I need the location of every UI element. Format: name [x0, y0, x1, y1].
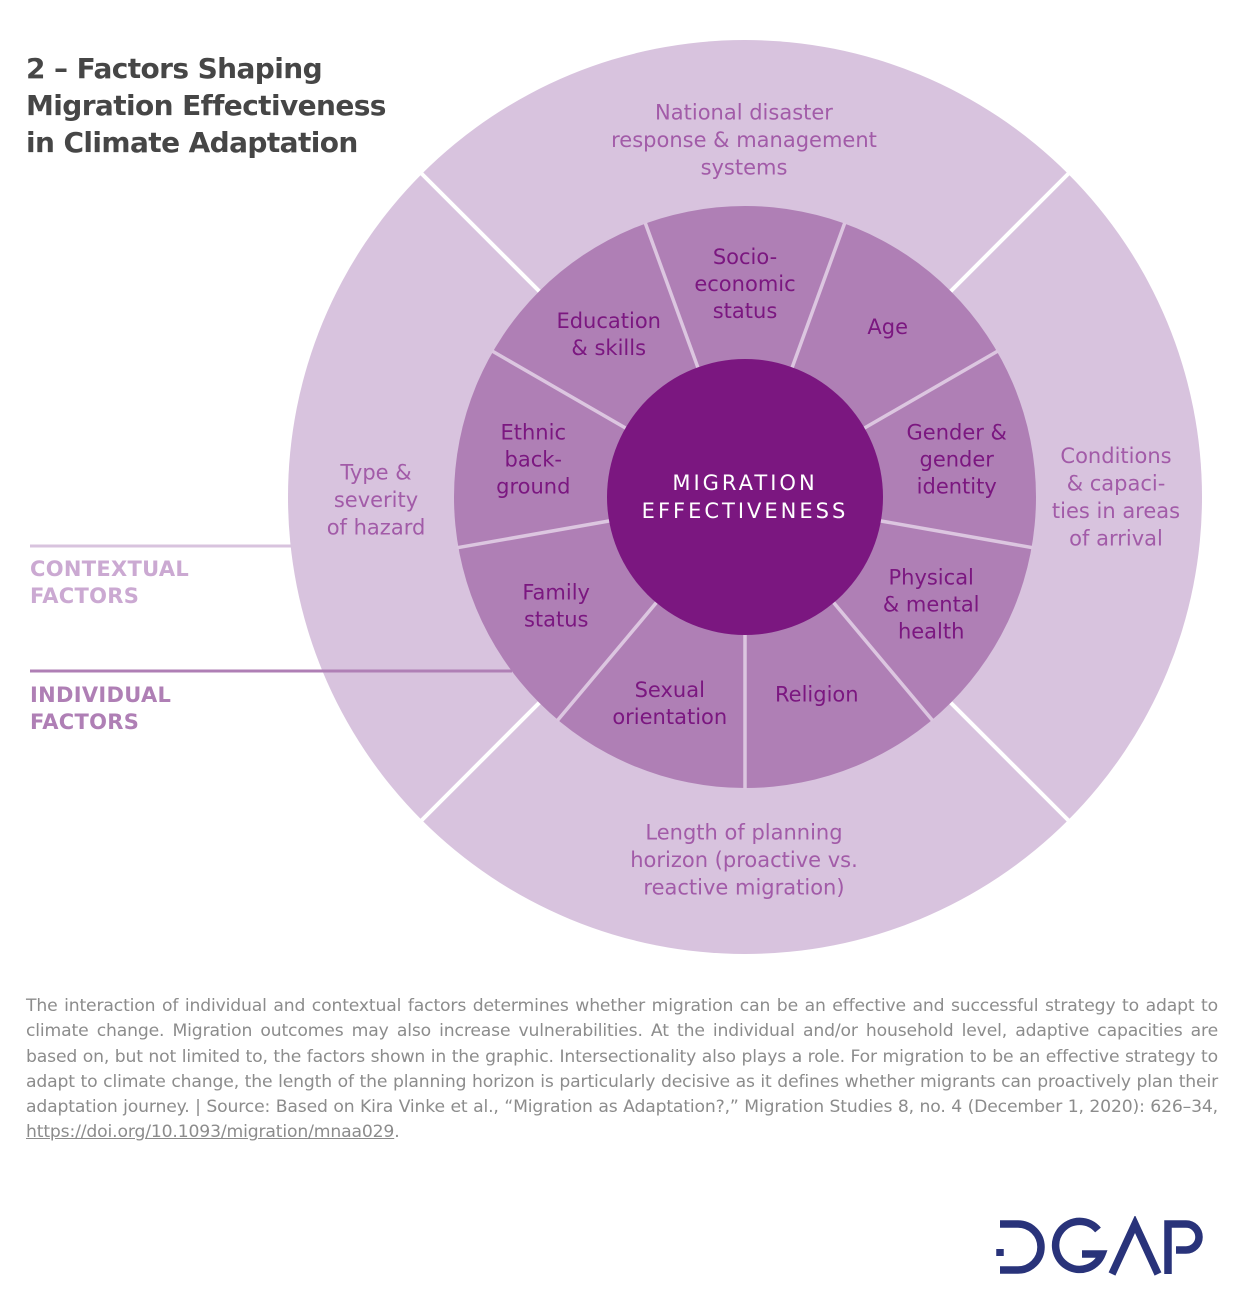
center-label: MIGRATION — [672, 471, 817, 495]
figure-title: 2 – Factors Shaping Migration Effectiven… — [26, 50, 386, 161]
individual-factor-label: Socio- — [713, 245, 777, 269]
contextual-factor-label: Conditions — [1060, 444, 1171, 468]
contextual-factor-label: & capaci- — [1067, 471, 1166, 495]
outer-divider — [418, 170, 542, 294]
figure-caption: The interaction of individual and contex… — [26, 994, 1218, 1146]
dgap-logo — [996, 1216, 1203, 1276]
outer-divider — [948, 170, 1072, 294]
contextual-factor-label: response & management — [611, 128, 877, 152]
contextual-factor-labels: National disaster response & management sy… — [327, 101, 1180, 900]
legend-text: CONTEXTUAL — [30, 557, 190, 581]
inner-divider — [831, 600, 935, 722]
individual-factor-label: & skills — [571, 336, 646, 360]
contextual-factor-label: of hazard — [327, 516, 426, 540]
individual-factor-label: Physical — [888, 566, 973, 590]
title-line: Migration Effectiveness — [26, 89, 386, 122]
legend-text: INDIVIDUAL — [30, 683, 172, 707]
inner-divider — [861, 349, 999, 431]
individual-factors-label: INDIVIDUAL FACTORS — [30, 682, 171, 736]
inner-dividers — [457, 222, 1033, 789]
individual-factor-label: status — [713, 299, 778, 323]
logo-letter-g — [1051, 1217, 1108, 1274]
outer-divider — [418, 700, 542, 824]
contextual-factor-label: reactive migration) — [643, 876, 844, 900]
individual-factor-label: ground — [496, 475, 570, 499]
center-circle — [607, 359, 883, 635]
individual-factor-label: orientation — [612, 705, 727, 729]
outer-dividers — [418, 170, 1072, 824]
logo-letter-a — [1108, 1216, 1162, 1276]
inner-divider — [878, 518, 1033, 550]
contextual-factor-label: systems — [701, 156, 788, 180]
contextual-factor-label: severity — [334, 488, 418, 512]
logo-letter-p — [1164, 1220, 1203, 1274]
individual-factor-label: identity — [917, 475, 997, 499]
contextual-factors-label: CONTEXTUAL FACTORS — [30, 556, 189, 610]
contextual-factor-label: Type & — [339, 461, 411, 485]
individual-factor-label: gender — [920, 448, 995, 472]
contextual-factor-label: National disaster — [655, 101, 833, 125]
title-line: 2 – Factors Shaping — [26, 52, 323, 85]
contextual-factor-label: ties in areas — [1052, 499, 1180, 523]
individual-factor-label: Religion — [775, 682, 859, 706]
source-link[interactable]: https://doi.org/10.1093/migration/mnaa02… — [26, 1122, 395, 1143]
caption-text: The interaction of individual and contex… — [26, 996, 1218, 1118]
individual-factor-label: Gender & — [907, 421, 1007, 445]
individual-factor-label: Education — [556, 309, 661, 333]
individual-factor-label: status — [524, 608, 589, 632]
legend-text: FACTORS — [30, 584, 140, 608]
individual-factor-label: Ethnic — [501, 421, 567, 445]
individual-factor-label: Family — [522, 581, 590, 605]
contextual-factor-label: of arrival — [1069, 526, 1163, 550]
individual-factor-label: back- — [505, 448, 562, 472]
inner-divider — [555, 600, 659, 722]
legend-text: FACTORS — [30, 710, 140, 734]
inner-divider — [491, 349, 629, 431]
factors-diagram: MIGRATION EFFECTIVENESS Socio-economic st… — [30, 40, 1202, 954]
title-line: in Climate Adaptation — [26, 126, 358, 159]
contextual-factor-label: horizon (proactive vs. — [630, 848, 858, 872]
outer-divider — [948, 700, 1072, 824]
caption-end: . — [394, 1122, 400, 1143]
individual-factor-label: economic — [694, 272, 795, 296]
individual-factor-label: Sexual — [635, 678, 705, 702]
individual-factor-label: & mental — [883, 593, 980, 617]
contextual-factor-label: Length of planning — [645, 821, 842, 845]
individual-factor-label: health — [898, 620, 964, 644]
logo-letter-d — [996, 1220, 1045, 1274]
inner-divider — [643, 222, 701, 370]
inner-divider — [789, 222, 847, 370]
individual-factor-label: Age — [867, 315, 908, 339]
inner-divider — [457, 518, 612, 550]
center-label: EFFECTIVENESS — [642, 499, 849, 523]
